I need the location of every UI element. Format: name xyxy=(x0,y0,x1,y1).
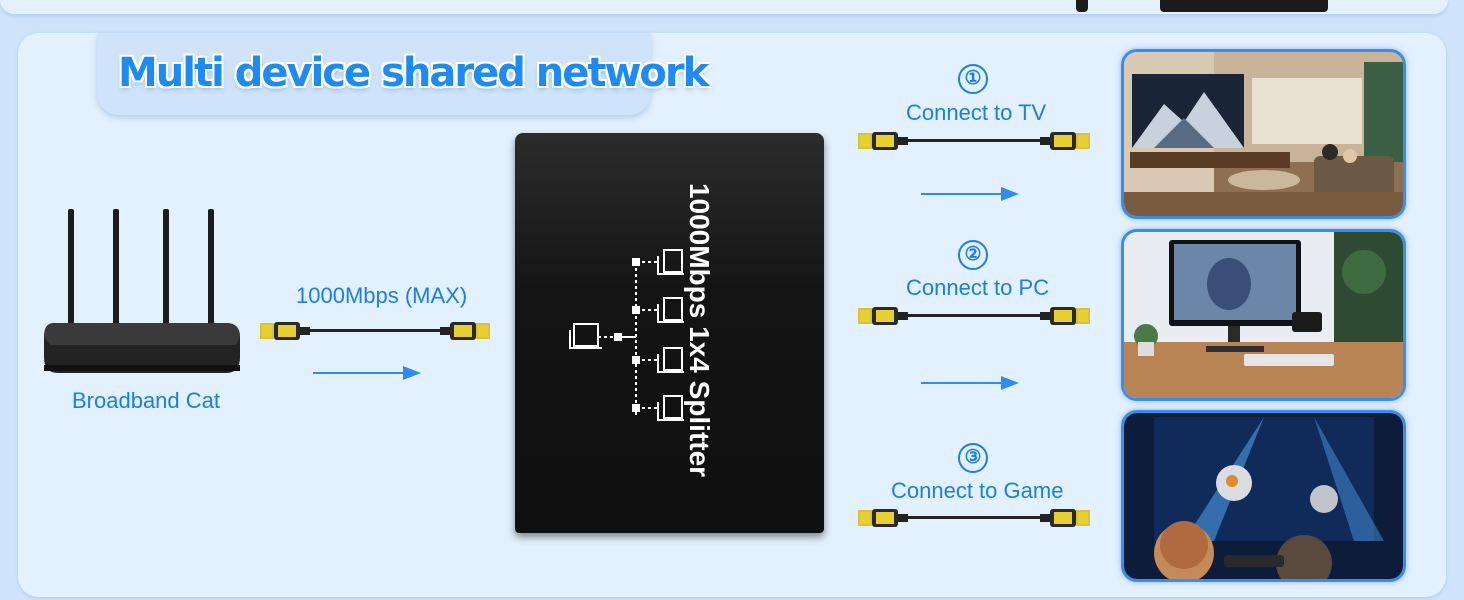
output-number-1: ① xyxy=(958,64,988,94)
title-tab xyxy=(97,33,651,115)
splitter-label: 1000Mbps 1x4 Splitter xyxy=(684,182,715,478)
page-title: Multi device shared network xyxy=(118,50,709,96)
source-label: Broadband Cat xyxy=(72,388,220,413)
speed-label: 1000Mbps (MAX) xyxy=(296,283,468,308)
input-ethernet-cable xyxy=(260,321,490,341)
arrow-right-icon xyxy=(313,366,421,380)
output-label-pc: Connect to PC xyxy=(906,275,1050,300)
output-ethernet-cable xyxy=(858,131,1090,151)
output-label-tv: Connect to TV xyxy=(906,100,1047,125)
router-image xyxy=(40,205,250,385)
splitter-device xyxy=(515,133,824,533)
pc-desk-photo xyxy=(1121,229,1406,401)
output-ethernet-cable xyxy=(858,508,1090,528)
output-number-2: ② xyxy=(958,240,988,270)
output-label-game: Connect to Game xyxy=(891,478,1064,503)
tv-room-photo xyxy=(1121,49,1406,219)
network-topology-icon xyxy=(569,249,684,421)
top-device-fragment xyxy=(1160,0,1328,12)
output-number-3: ③ xyxy=(958,443,988,473)
top-device-fragment xyxy=(1076,0,1088,12)
arrow-right-icon xyxy=(921,376,1019,390)
arrow-right-icon xyxy=(921,187,1019,201)
output-ethernet-cable xyxy=(858,306,1090,326)
game-room-photo xyxy=(1121,410,1406,582)
